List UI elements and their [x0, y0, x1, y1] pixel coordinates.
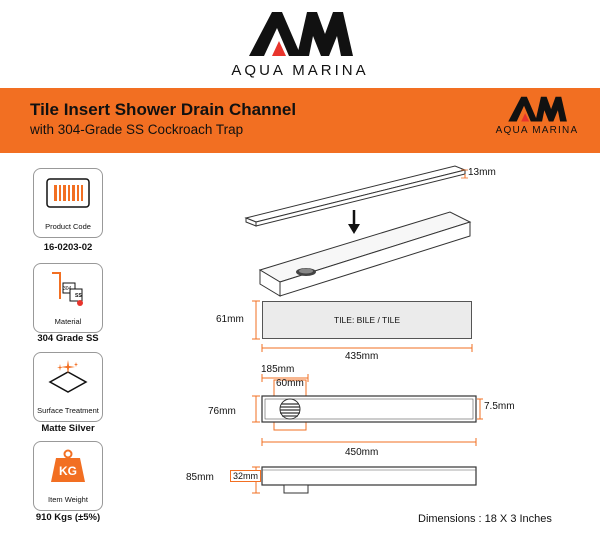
spec-weight: KG Item Weight [33, 441, 103, 511]
top-logo: AQUA MARINA [0, 6, 600, 79]
spec-product-code: Product Code [33, 168, 103, 238]
spec-value-weight: 910 Kgs (±5%) [35, 512, 101, 523]
side-height-dim: 85mm [186, 472, 214, 483]
depth-top-dim: 13mm [468, 167, 496, 178]
tile-dimension-lines [252, 300, 473, 352]
tile-width-dim: 435mm [345, 351, 379, 362]
banner-brand-name: AQUA MARINA [495, 125, 579, 136]
weight-icon-text: KG [59, 464, 77, 478]
product-title: Tile Insert Shower Drain Channel [30, 100, 297, 119]
spec-label: Material [54, 317, 82, 326]
tile-insert-box: TILE: BILE / TILE [262, 301, 472, 339]
channel-length-dim: 450mm [345, 447, 379, 458]
exploded-view-diagram [244, 165, 472, 297]
weight-icon [51, 449, 85, 482]
material-icon [52, 272, 83, 306]
spec-value-product-code: 16-0203-02 [43, 242, 93, 253]
overall-dimensions: Dimensions : 18 X 3 Inches [418, 513, 552, 525]
aqua-marina-small-logo-icon [508, 96, 567, 122]
channel-height-dim: 76mm [208, 406, 236, 417]
banner-logo: AQUA MARINA [488, 92, 586, 136]
spec-label: Product Code [45, 222, 91, 231]
channel-top-view [252, 374, 483, 446]
tile-insert-text: TILE: BILE / TILE [334, 315, 400, 325]
material-icon-line2: SS [75, 293, 82, 299]
channel-side-view [252, 466, 477, 494]
tile-height-dim: 61mm [216, 314, 244, 325]
sparkle-surface-icon [48, 360, 88, 393]
material-icon-line1: 304 [63, 286, 72, 292]
trap-offset-dim: 185mm [261, 364, 295, 375]
spec-surface: Surface Treatment [33, 352, 103, 422]
channel-gap-dim: 7.5mm [484, 401, 515, 412]
trap-width-dim: 60mm [276, 378, 304, 389]
spec-label: Surface Treatment [37, 406, 99, 415]
spec-value-material: 304 Grade SS [37, 333, 99, 344]
barcode-icon [46, 178, 90, 208]
spec-label: Item Weight [48, 495, 88, 504]
product-subtitle: with 304-Grade SS Cockroach Trap [30, 122, 244, 137]
aqua-marina-logo-icon [249, 12, 353, 56]
spec-material: 304 SS Material [33, 263, 103, 333]
spec-value-surface: Matte Silver [41, 423, 95, 434]
title-banner: Tile Insert Shower Drain Channel with 30… [0, 88, 600, 153]
outlet-height-dim: 32mm [230, 470, 262, 482]
top-brand-name: AQUA MARINA [231, 62, 369, 79]
